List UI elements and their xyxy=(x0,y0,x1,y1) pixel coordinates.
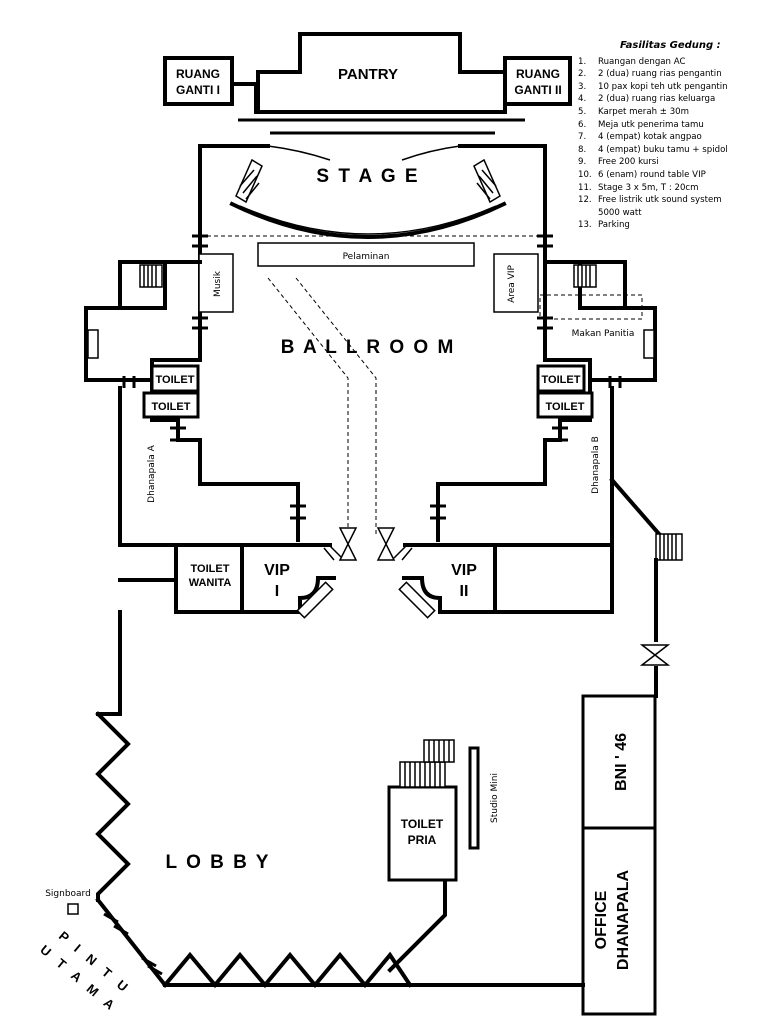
bni-label: BNI ' 46 xyxy=(613,733,630,791)
stage-area xyxy=(198,144,547,239)
facility-item: 5.Karpet merah ± 30m xyxy=(578,106,690,117)
facility-item-cont: 5000 watt xyxy=(598,207,642,218)
area-vip-label: Area VIP xyxy=(507,265,517,303)
left-wing xyxy=(84,260,202,388)
vip2-label-2: II xyxy=(460,583,469,600)
signboard-label: Signboard xyxy=(45,889,91,899)
studio-mini-label: Studio Mini xyxy=(490,773,500,823)
facility-item: 11.Stage 3 x 5m, T : 20cm xyxy=(578,182,699,193)
stage-label: S T A G E xyxy=(316,166,419,187)
ruang-ganti-1 xyxy=(163,56,258,114)
pantry-block xyxy=(238,32,525,135)
vip-row xyxy=(118,527,614,619)
facility-item: 4.2 (dua) ruang rias keluarga xyxy=(578,94,716,105)
toilet-pria-block xyxy=(387,739,480,882)
pelaminan-label: Pelaminan xyxy=(343,252,390,262)
toilet-label: TOILET xyxy=(546,401,585,413)
right-wing xyxy=(539,260,657,388)
facility-item: 1.Ruangan dengan AC xyxy=(578,56,686,67)
ruang-ganti-2-label-1: RUANG xyxy=(516,67,560,81)
ballroom-toilets xyxy=(142,364,594,419)
toilet-label: TOILET xyxy=(156,374,195,386)
facility-item: 3.10 pax kopi teh utk pengantin xyxy=(578,81,728,92)
dhanapala-b-label: Dhanapala B xyxy=(591,436,601,494)
ballroom-area xyxy=(150,234,592,542)
office-label-2: DHANAPALA xyxy=(615,869,632,970)
facility-item: 12.Free listrik utk sound system xyxy=(578,195,722,206)
pantry-label: PANTRY xyxy=(338,66,398,83)
ruang-ganti-1-label-2: GANTI I xyxy=(176,83,220,97)
facility-item: 9.Free 200 kursi xyxy=(578,157,659,168)
facilities-title: Fasilitas Gedung : xyxy=(620,40,721,51)
musik-label: Musik xyxy=(213,270,223,297)
toilet-pria-label-2: PRIA xyxy=(408,833,437,847)
ruang-ganti-2 xyxy=(503,56,572,106)
facility-item: 6.Meja utk penerima tamu xyxy=(578,119,704,130)
right-entrance xyxy=(639,533,683,698)
toilet-wanita-label-2: WANITA xyxy=(189,577,232,589)
signboard xyxy=(67,903,79,915)
vip1-label-1: VIP xyxy=(264,562,290,579)
lobby-label: L O B B Y xyxy=(166,852,271,873)
facility-item: 10.6 (enam) round table VIP xyxy=(578,169,706,180)
facility-item: 8.4 (empat) buku tamu + spidol xyxy=(578,144,728,155)
facility-item: 7.4 (empat) kotak angpao xyxy=(578,132,702,143)
ruang-ganti-1-label-1: RUANG xyxy=(176,67,220,81)
ruang-ganti-2-label-2: GANTI II xyxy=(514,83,561,97)
toilet-label: TOILET xyxy=(152,401,191,413)
toilet-pria-label-1: TOILET xyxy=(401,817,444,831)
vip2-label-1: VIP xyxy=(451,562,477,579)
office-label-1: OFFICE xyxy=(593,890,610,949)
lobby-walls xyxy=(95,610,585,989)
facilities-list: Fasilitas Gedung : 1.Ruangan dengan AC 2… xyxy=(578,40,766,232)
makan-panitia-label: Makan Panitia xyxy=(572,329,635,339)
facility-item: 13.Parking xyxy=(578,220,630,231)
ballroom-label: B A L L R O O M xyxy=(281,337,456,358)
facilities-items: 1.Ruangan dengan AC 2.2 (dua) ruang rias… xyxy=(578,56,766,232)
toilet-wanita-label-1: TOILET xyxy=(191,563,230,575)
dhanapala-a-label: Dhanapala A xyxy=(147,444,157,502)
dhanapala-corridors xyxy=(118,386,663,547)
vip1-label-2: I xyxy=(275,583,279,600)
facility-item: 2.2 (dua) ruang rias pengantin xyxy=(578,69,722,80)
toilet-label: TOILET xyxy=(542,374,581,386)
office-block xyxy=(581,694,657,1016)
